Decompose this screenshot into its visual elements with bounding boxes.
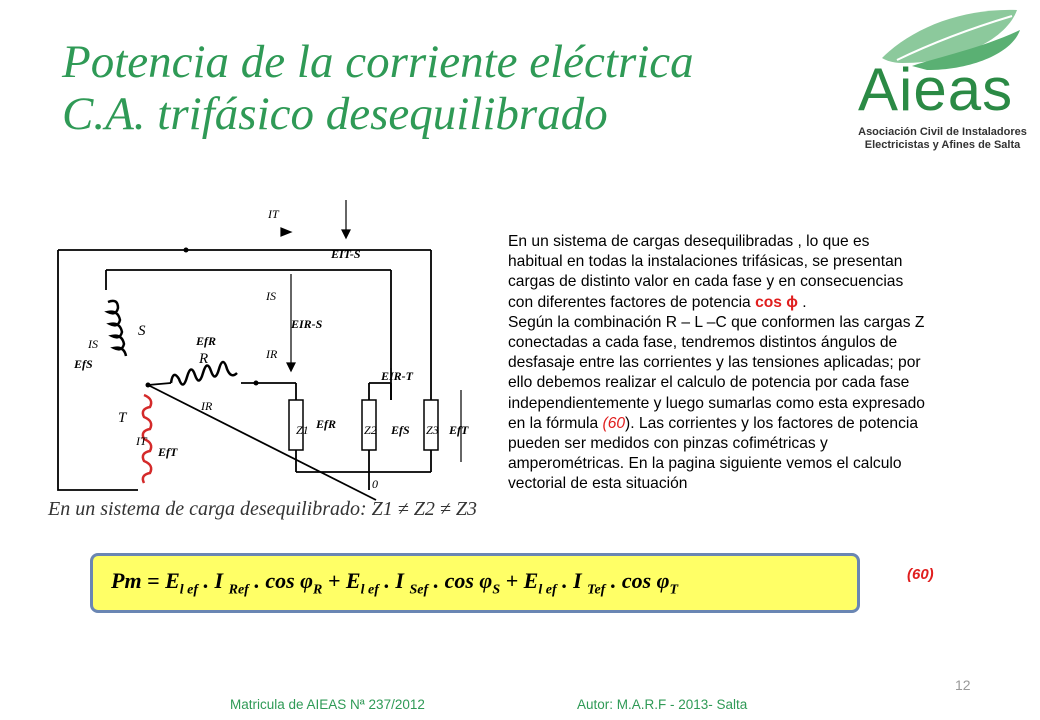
label-zero: 0: [372, 477, 378, 491]
label-EIR-S: EIR-S: [290, 317, 323, 331]
label-S: S: [138, 323, 146, 339]
label-Z3: Z3: [426, 423, 439, 437]
label-EfT: EfT: [157, 445, 178, 459]
formula-reference: (60: [602, 414, 626, 432]
footer-registration: Matricula de AIEAS Nª 237/2012: [230, 697, 425, 712]
page-number: 12: [955, 677, 971, 693]
label-IT-2: IT: [135, 434, 148, 448]
label-EfR-2: EfR: [315, 417, 336, 431]
label-EfS: EfS: [73, 357, 93, 371]
label-Z1: Z1: [296, 423, 309, 437]
label-Z2: Z2: [364, 423, 377, 437]
logo-subtitle: Asociación Civil de Instaladores Electri…: [858, 126, 1027, 151]
label-EIR-T: EIR-T: [380, 369, 414, 383]
label-EfT-2: EfT: [448, 423, 469, 437]
logo-wordmark: Aieas: [858, 56, 1014, 123]
label-IR-2: IR: [200, 399, 213, 413]
leaf-logo-icon: [882, 9, 1020, 70]
label-IS-2: IS: [87, 337, 98, 351]
label-EIT-S: EIT-S: [330, 247, 361, 261]
label-IT: IT: [267, 207, 280, 221]
aieas-logo: Aieas Asociación Civil de Instaladores E…: [842, 8, 1032, 158]
label-T: T: [118, 410, 128, 426]
label-EfS-2: EfS: [390, 423, 410, 437]
label-EfR: EfR: [195, 334, 216, 348]
title-line-2: C.A. trifásico desequilibrado: [62, 88, 608, 140]
three-phase-circuit-diagram: IT EIT-S IS EIR-S S EfR R IR IS EfS EIR-…: [47, 200, 477, 520]
footer-author: Autor: M.A.R.F - 2013- Salta: [577, 697, 748, 712]
title-line-1: Potencia de la corriente eléctrica: [62, 36, 694, 88]
label-IS: IS: [265, 289, 276, 303]
cos-phi-highlight: cos ϕ: [755, 293, 798, 311]
power-formula-box: Pm = El ef . I Ref . cos φR + El ef . I …: [90, 553, 860, 613]
page-title: Potencia de la corriente eléctrica C.A. …: [62, 36, 694, 140]
explanation-text: En un sistema de cargas desequilibradas …: [508, 233, 925, 493]
diagram-caption: En un sistema de carga desequilibrado: Z…: [47, 498, 477, 520]
power-formula: Pm = El ef . I Ref . cos φR + El ef . I …: [111, 568, 679, 598]
label-IR: IR: [265, 347, 278, 361]
label-R: R: [198, 351, 208, 367]
equation-number: (60): [907, 566, 934, 583]
